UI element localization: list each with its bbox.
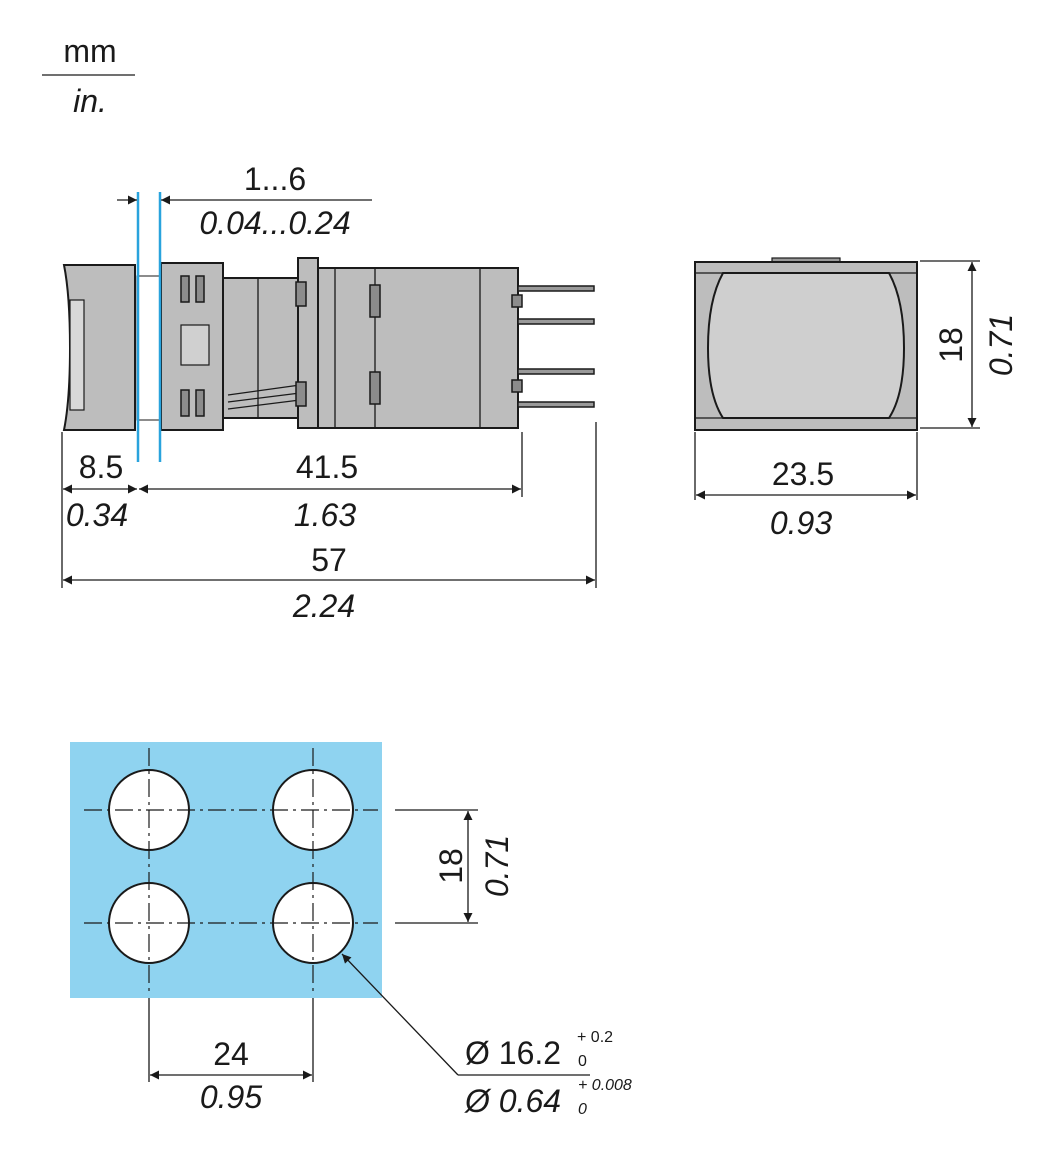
front-depth-mm: 8.5: [79, 449, 123, 485]
side-view: [62, 192, 595, 462]
flange-clip: [295, 381, 307, 407]
collar-slot: [180, 275, 190, 303]
contact-block: [317, 267, 519, 429]
contact-window: [369, 371, 381, 405]
bezel-lens-edge: [69, 299, 85, 411]
barrel-spring: [227, 392, 301, 403]
unit-in-label: in.: [73, 83, 107, 119]
cutout-pitch-h-in: 0.95: [200, 1079, 262, 1115]
barrel-spring: [227, 384, 301, 396]
cutout-pitch-v-in: 0.71: [479, 835, 515, 897]
contact-window: [369, 284, 381, 318]
rear-depth-mm: 41.5: [296, 449, 358, 485]
panel-thickness-in: 0.04...0.24: [199, 205, 350, 241]
units-legend: mm in.: [42, 33, 135, 119]
front-view: [694, 257, 918, 431]
panel-cutout: [70, 742, 382, 998]
front-height-mm: 18: [933, 327, 969, 363]
pushbutton-face: [706, 272, 906, 419]
cutout-pitch-h-mm: 24: [213, 1036, 249, 1072]
hole-in-tol-lower: 0: [578, 1101, 587, 1118]
terminal-pin: [517, 318, 595, 325]
total-depth-mm: 57: [311, 542, 347, 578]
terminal-pin: [517, 368, 595, 375]
panel-thickness-mm: 1...6: [244, 161, 306, 197]
rear-depth-dimension: 41.5 1.63: [139, 449, 521, 533]
terminal-pin: [517, 285, 595, 292]
front-height-dimension: 18 0.71: [933, 262, 1019, 427]
hole-mm-tol-upper: + 0.2: [577, 1029, 613, 1046]
cutout-pitch-v-dimension: 18 0.71: [433, 811, 515, 922]
total-depth-dimension: 57 2.24: [63, 542, 595, 624]
cutout-pitch-h-dimension: 24 0.95: [150, 1036, 312, 1115]
total-depth-in: 2.24: [292, 588, 355, 624]
unit-mm-label: mm: [63, 33, 116, 69]
hole-diameter-callout: Ø 16.2 + 0.2 0 Ø 0.64 + 0.008 0: [341, 953, 632, 1119]
collar-slot: [195, 389, 205, 417]
front-width-dimension: 23.5 0.93: [696, 456, 916, 541]
front-height-in: 0.71: [983, 314, 1019, 376]
hole-diameter-mm: Ø 16.2: [465, 1035, 561, 1071]
rear-depth-in: 1.63: [294, 497, 356, 533]
collar-latch: [180, 324, 210, 366]
flange-clip: [295, 281, 307, 307]
panel-thickness-dimension: 1...6 0.04...0.24: [117, 161, 372, 241]
terminal-pin: [517, 401, 595, 408]
collar-slot: [195, 275, 205, 303]
hole-in-tol-upper: + 0.008: [578, 1077, 632, 1094]
front-width-mm: 23.5: [772, 456, 834, 492]
hole-diameter-in: Ø 0.64: [464, 1083, 561, 1119]
hole-mm-tol-lower: 0: [578, 1053, 587, 1070]
front-depth-dimension: 8.5 0.34: [63, 449, 137, 533]
barrel-spring: [227, 399, 301, 410]
leader-line: [341, 953, 459, 1076]
front-width-in: 0.93: [770, 505, 832, 541]
terminal-collar: [511, 379, 523, 393]
cutout-pitch-v-mm: 18: [433, 848, 469, 884]
front-depth-in: 0.34: [66, 497, 128, 533]
panel-gap: [136, 275, 162, 421]
barrel: [222, 277, 302, 419]
terminal-collar: [511, 294, 523, 308]
collar-slot: [180, 389, 190, 417]
